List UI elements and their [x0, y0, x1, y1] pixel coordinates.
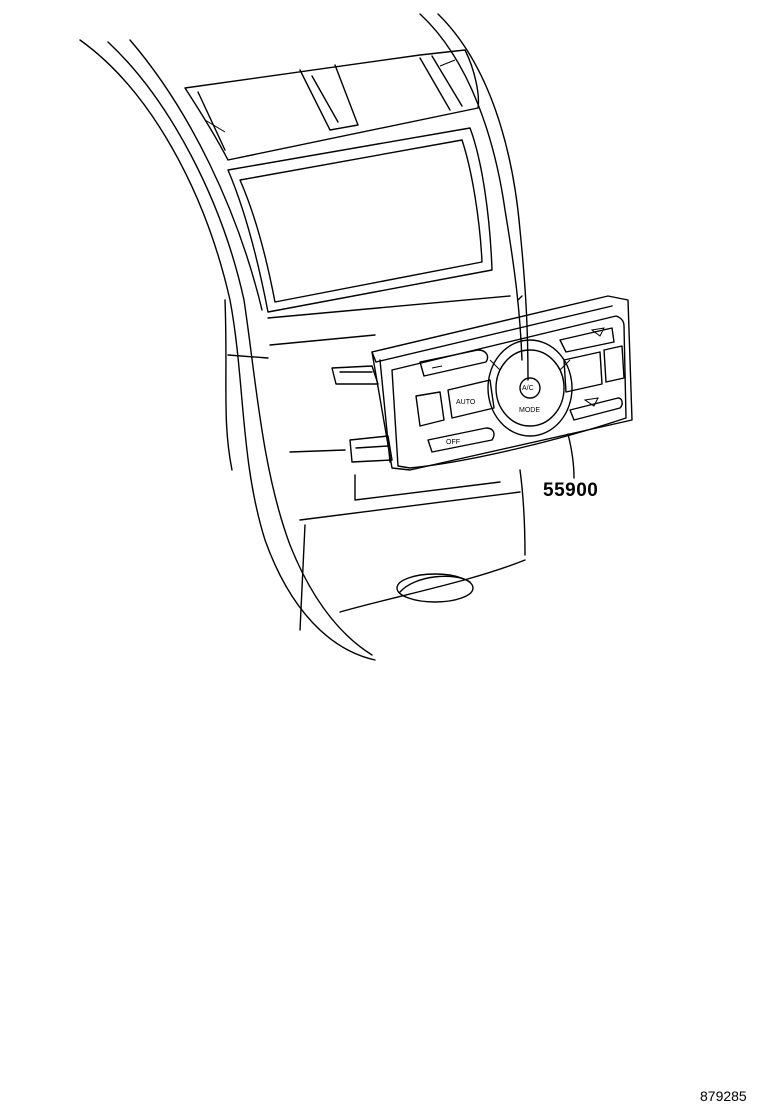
off-button-label: OFF [446, 439, 460, 446]
climate-control-panel: AUTO OFF A/C MODE [332, 296, 632, 470]
auto-button-label: AUTO [456, 399, 476, 406]
console-panel-lines [268, 296, 525, 630]
ac-button-label: A/C [522, 385, 534, 392]
mode-button-label: MODE [519, 407, 540, 414]
callout-leader-line [568, 434, 574, 478]
part-number-callout: 55900 [543, 480, 599, 501]
dashboard-outline [80, 40, 375, 660]
console-right-outline [420, 14, 528, 555]
display-screen [228, 128, 492, 312]
figure-number: 879285 [700, 1088, 747, 1104]
top-vent-trim [185, 50, 478, 160]
